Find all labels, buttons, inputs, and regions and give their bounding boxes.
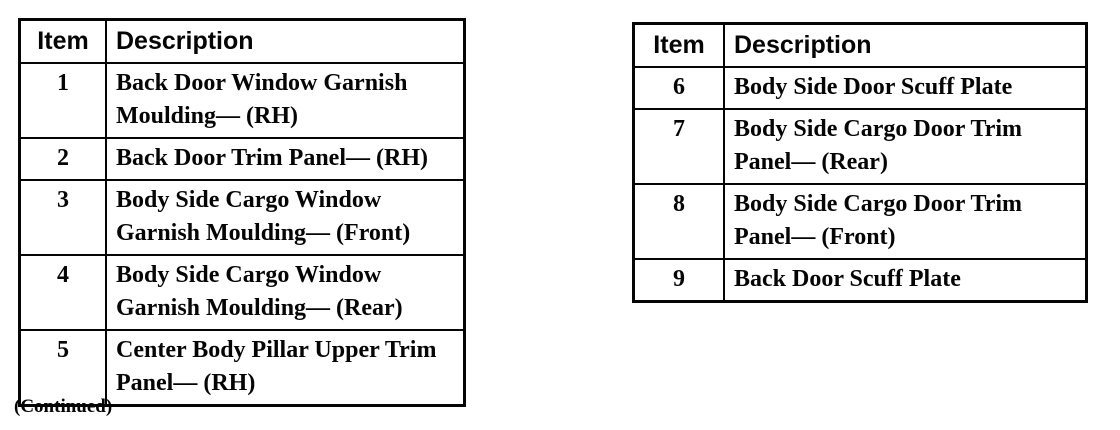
table-row: 7 Body Side Cargo Door Trim Panel— (Rear… bbox=[632, 108, 1088, 185]
table-header-row: Item Description bbox=[632, 22, 1088, 68]
item-number: 6 bbox=[632, 66, 725, 110]
item-description: Back Door Scuff Plate bbox=[723, 258, 1088, 303]
parts-table-items-6-9: Item Description 6 Body Side Door Scuff … bbox=[632, 22, 1088, 303]
item-number: 7 bbox=[632, 108, 725, 185]
table-row: 6 Body Side Door Scuff Plate bbox=[632, 66, 1088, 110]
item-number: 1 bbox=[18, 62, 107, 139]
item-column-header: Item bbox=[18, 18, 107, 64]
item-description: Center Body Pillar Upper Trim Panel— (RH… bbox=[105, 329, 466, 407]
item-number: 5 bbox=[18, 329, 107, 407]
table-row: 5 Center Body Pillar Upper Trim Panel— (… bbox=[18, 329, 466, 407]
item-number: 4 bbox=[18, 254, 107, 331]
table-row: 1 Back Door Window Garnish Moulding— (RH… bbox=[18, 62, 466, 139]
parts-table-items-1-5: Item Description 1 Back Door Window Garn… bbox=[18, 18, 466, 407]
item-number: 3 bbox=[18, 179, 107, 256]
item-description: Body Side Door Scuff Plate bbox=[723, 66, 1088, 110]
item-column-header: Item bbox=[632, 22, 725, 68]
item-number: 8 bbox=[632, 183, 725, 260]
table-header-row: Item Description bbox=[18, 18, 466, 64]
description-column-header: Description bbox=[105, 18, 466, 64]
table-row: 2 Back Door Trim Panel— (RH) bbox=[18, 137, 466, 181]
item-description: Body Side Cargo Window Garnish Moulding—… bbox=[105, 254, 466, 331]
item-description: Body Side Cargo Door Trim Panel— (Rear) bbox=[723, 108, 1088, 185]
item-description: Body Side Cargo Door Trim Panel— (Front) bbox=[723, 183, 1088, 260]
table-row: 4 Body Side Cargo Window Garnish Mouldin… bbox=[18, 254, 466, 331]
description-column-header: Description bbox=[723, 22, 1088, 68]
table-row: 8 Body Side Cargo Door Trim Panel— (Fron… bbox=[632, 183, 1088, 260]
continued-note: (Continued) bbox=[14, 396, 113, 417]
item-number: 2 bbox=[18, 137, 107, 181]
item-description: Body Side Cargo Window Garnish Moulding—… bbox=[105, 179, 466, 256]
item-description: Back Door Window Garnish Moulding— (RH) bbox=[105, 62, 466, 139]
item-description: Back Door Trim Panel— (RH) bbox=[105, 137, 466, 181]
table-row: 9 Back Door Scuff Plate bbox=[632, 258, 1088, 303]
item-number: 9 bbox=[632, 258, 725, 303]
table-row: 3 Body Side Cargo Window Garnish Mouldin… bbox=[18, 179, 466, 256]
